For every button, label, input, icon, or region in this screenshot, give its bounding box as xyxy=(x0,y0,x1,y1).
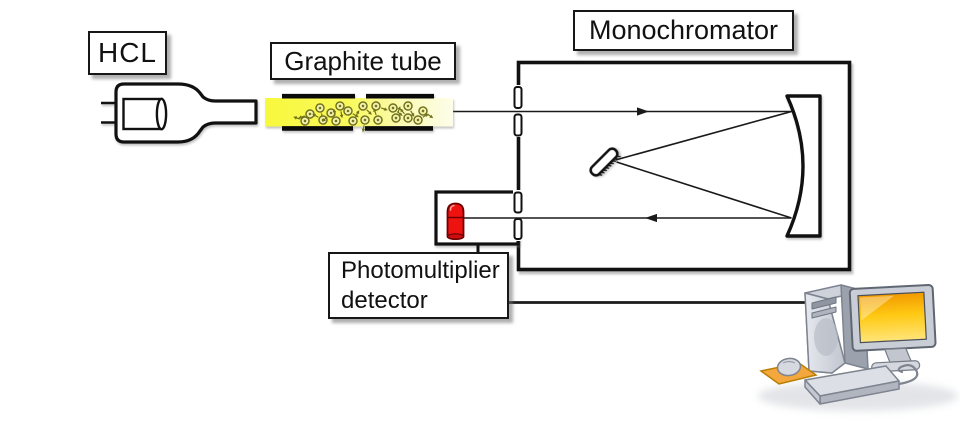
atom-particle xyxy=(413,113,429,125)
graphite-tube-drawing xyxy=(265,93,453,133)
atom-particle xyxy=(348,110,360,126)
hcl-label-text: HCL xyxy=(97,37,157,68)
hcl-label: HCL xyxy=(88,31,167,75)
atom-particle xyxy=(343,106,359,118)
photomultiplier-label-line1: Photomultiplier xyxy=(341,256,500,284)
exit-slit-gap xyxy=(513,190,523,241)
computer-cable xyxy=(897,363,919,386)
beam-arrow-left xyxy=(645,213,657,223)
lamp-window xyxy=(155,97,168,131)
computer-keyboard xyxy=(804,365,900,405)
atom-particle xyxy=(298,109,315,119)
atom-particle xyxy=(331,108,341,126)
computer-illustration xyxy=(758,283,958,411)
graphite-tube-label-text: Graphite tube xyxy=(284,45,442,76)
beam-grating-to-mirror xyxy=(616,161,792,219)
photomultiplier-label-line2: detector xyxy=(341,286,428,314)
computer-monitor xyxy=(848,283,937,373)
atom-particle xyxy=(418,106,434,119)
atom-particle xyxy=(371,101,388,111)
monochromator-label-text: Monochromator xyxy=(588,15,779,45)
photomultiplier-label: Photomultiplier detector xyxy=(328,252,509,319)
atom-particle xyxy=(293,116,310,126)
entrance-slit xyxy=(513,86,523,137)
hcl-lamp xyxy=(101,82,258,144)
tube-walls xyxy=(282,93,434,131)
monitor-screen xyxy=(857,291,927,344)
atom-particle xyxy=(388,103,403,117)
concave-mirror xyxy=(785,94,822,238)
atom-particle xyxy=(373,108,383,125)
photomultiplier-tube xyxy=(446,202,465,240)
atom-particles xyxy=(293,101,434,133)
exit-slit xyxy=(513,191,523,240)
monochromator-label: Monochromator xyxy=(573,10,794,51)
lamp-cathode xyxy=(122,97,163,131)
diffraction-grating xyxy=(589,147,621,177)
beam-arrow-right xyxy=(637,107,649,116)
atom-particle xyxy=(358,101,372,115)
beam-mirror-to-grating xyxy=(615,110,792,161)
atom-particle xyxy=(403,101,415,117)
atom-particle xyxy=(335,101,345,119)
graphite-tube-label: Graphite tube xyxy=(270,42,456,80)
monochromator-box xyxy=(516,60,852,272)
atom-particle xyxy=(391,106,401,123)
atom-particle xyxy=(360,115,370,133)
computer-mouse xyxy=(776,357,802,377)
atom-particle xyxy=(399,108,413,123)
